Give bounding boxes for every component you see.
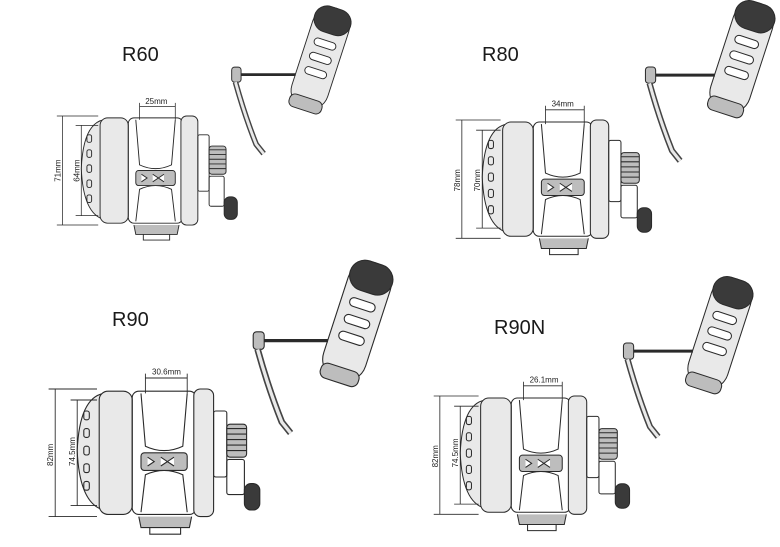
reel-panel-r60: R60 25mm 71mm 64mm	[0, 0, 390, 273]
width-dimension-label: 26.1mm	[530, 376, 559, 385]
fishing-reel-icon: 25mm 71mm 64mm	[54, 5, 352, 241]
model-title-r90n: R90N	[494, 317, 546, 339]
outer-height-label: 71mm	[54, 159, 63, 182]
width-dimension-label: 25mm	[145, 97, 168, 106]
outer-height-label: 78mm	[453, 169, 462, 192]
fishing-reel-icon: 30.6mm 82mm 74.5mm	[46, 259, 394, 535]
inner-height-label: 70mm	[473, 169, 482, 192]
reel-panel-r90n: R90N 26.1mm 82mm 74.5mm	[390, 273, 780, 547]
outer-height-label: 82mm	[431, 445, 440, 468]
outer-height-label: 82mm	[46, 443, 55, 466]
width-dimension-label: 34mm	[552, 100, 575, 109]
model-title-r90: R90	[112, 309, 149, 331]
model-title-r80: R80	[482, 44, 519, 66]
inner-height-label: 74.5mm	[68, 437, 77, 466]
reel-panel-r90: R90 30.6mm 82mm 74.5mm	[0, 259, 394, 547]
inner-height-label: 74.5mm	[451, 438, 460, 467]
model-title-r60: R60	[122, 44, 159, 66]
width-dimension-label: 30.6mm	[152, 368, 181, 377]
fishing-reel-icon: 34mm 78mm 70mm	[453, 0, 776, 256]
reel-panel-r80: R80 34mm 78mm 70mm	[390, 0, 780, 273]
fishing-reel-icon: 26.1mm 82mm 74.5mm	[431, 276, 754, 532]
inner-height-label: 64mm	[72, 159, 81, 182]
